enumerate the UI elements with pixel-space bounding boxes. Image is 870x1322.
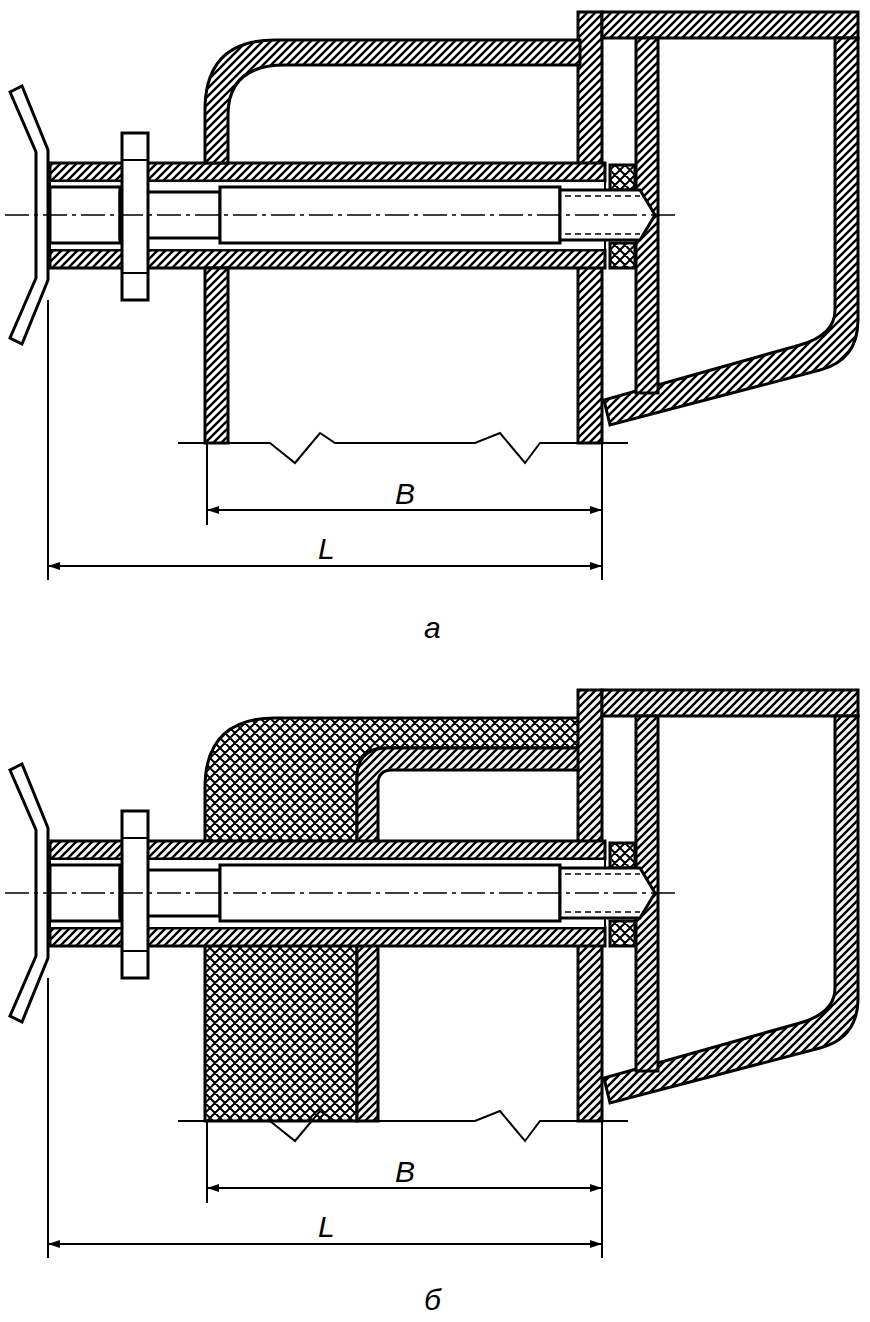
dimension-label: B <box>392 1157 418 1187</box>
figure-b <box>5 690 858 1258</box>
dimension-label: L <box>315 1212 338 1242</box>
figure-a <box>5 12 858 580</box>
figure-label: б <box>421 1285 444 1315</box>
dimension-label: L <box>315 534 338 564</box>
figure-label: а <box>421 613 444 643</box>
dimension-label: B <box>392 479 418 509</box>
